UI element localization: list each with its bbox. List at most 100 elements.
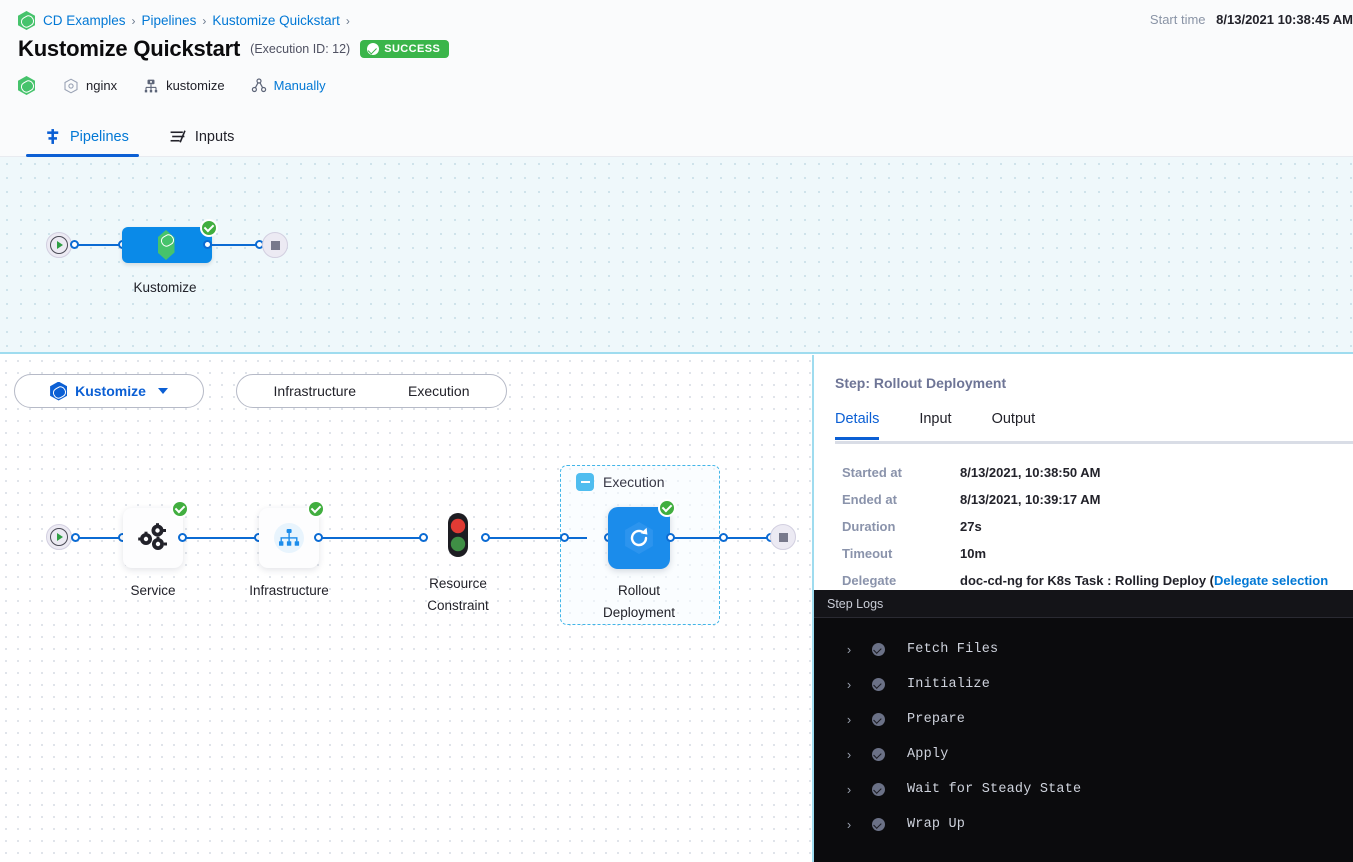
log-name-wait-for-steady-state: Wait for Steady State [907,782,1082,797]
start-time-value: 8/13/2021 10:38:45 AM [1216,12,1353,27]
tab-inputs[interactable]: Inputs [151,128,257,156]
page-header: CD Examples › Pipelines › Kustomize Quic… [0,0,1353,112]
start-node[interactable] [46,232,72,258]
edge-start-to-kustomize [78,244,125,246]
detail-label-started-at: Started at [842,465,902,480]
execution-group-in-port [560,533,569,542]
meta-service-label: nginx [86,78,118,93]
step-panel-tabs: Details Input Output [835,411,1353,444]
log-row-wrap-up[interactable]: › Wrap Up [814,807,1353,842]
step-panel-title: Step: Rollout Deployment [835,375,1007,391]
step-node-infrastructure[interactable] [259,500,325,568]
log-name-wrap-up: Wrap Up [907,817,966,832]
detail-row-timeout: Timeout 10m [842,544,1341,564]
log-name-prepare: Prepare [907,712,966,727]
chevron-down-icon [157,388,168,394]
tab-pipelines[interactable]: Pipelines [26,128,151,157]
traffic-light-icon [448,513,468,557]
breadcrumb-item-cd-examples[interactable]: CD Examples [43,13,126,28]
execution-end-node[interactable] [770,524,796,550]
log-status-success-icon [872,643,885,656]
step-node-rollout-deployment[interactable] [608,499,676,569]
console-title: Step Logs [827,596,884,611]
detail-label-ended-at: Ended at [842,492,897,507]
breadcrumb-item-pipelines[interactable]: Pipelines [141,13,197,28]
step-tab-input[interactable]: Input [919,411,952,427]
section-tab-infrastructure[interactable]: Infrastructure [273,383,356,399]
execution-graph-canvas[interactable]: Kustomize Infrastructure Execution Execu… [0,355,814,862]
log-name-fetch-files: Fetch Files [907,642,999,657]
stop-icon [778,532,788,542]
log-row-prepare[interactable]: › Prepare [814,702,1353,737]
service-status-success-icon [171,500,189,518]
stage-selector-kustomize[interactable]: Kustomize [14,374,204,408]
detail-value-started-at: 8/13/2021, 10:38:50 AM [960,465,1101,480]
step-label-rollout-deployment: Rollout Deployment [579,580,699,625]
execution-start-node[interactable] [46,524,72,550]
trigger-icon [251,77,266,92]
harness-hex-icon [18,76,35,95]
start-time: Start time 8/13/2021 10:38:45 AM [1150,12,1353,27]
start-time-label: Start time [1149,12,1206,27]
step-tab-output[interactable]: Output [991,411,1036,427]
end-node[interactable] [262,232,288,258]
chevron-right-icon[interactable]: › [846,677,852,692]
log-name-apply: Apply [907,747,949,762]
chevron-right-icon[interactable]: › [846,817,852,832]
section-tab-execution[interactable]: Execution [408,383,470,399]
step-logs-console: Step Logs › Fetch Files › Initialize › P… [814,590,1353,862]
step-node-service[interactable] [123,500,189,568]
detail-label-duration: Duration [842,519,896,534]
step-node-resource-constraint[interactable] [444,507,472,569]
stop-icon [270,240,280,250]
title-row: Kustomize Quickstart (Execution ID: 12) … [18,36,450,62]
chevron-right-icon[interactable]: › [846,642,852,657]
log-status-success-icon [872,748,885,761]
edge-kustomize-to-end [211,244,263,246]
step-details-table: Started at 8/13/2021, 10:38:50 AM Ended … [842,463,1341,618]
step-label-resource-constraint-line2: Constraint [427,598,489,614]
chevron-right-icon[interactable]: › [846,712,852,727]
log-row-fetch-files[interactable]: › Fetch Files [814,632,1353,667]
log-row-initialize[interactable]: › Initialize [814,667,1353,702]
execution-id: (Execution ID: 12) [250,42,351,56]
rollout-status-success-icon [658,499,676,517]
stage-section-toggle[interactable]: Infrastructure Execution [236,374,507,408]
meta-item-service: nginx [63,78,117,94]
breadcrumb-separator: › [131,13,136,28]
detail-label-timeout: Timeout [842,546,893,561]
console-log-list: › Fetch Files › Initialize › Prepare › A… [814,618,1353,842]
pipeline-graph-canvas[interactable]: Kustomize [0,157,1353,354]
meta-item-trigger[interactable]: Manually [251,77,326,94]
log-row-apply[interactable]: › Apply [814,737,1353,772]
edge-start-to-service [79,537,123,539]
stage-selector-label: Kustomize [75,383,146,399]
step-label-infrastructure: Infrastructure [249,583,329,598]
status-badge: SUCCESS [360,40,450,58]
chevron-right-icon[interactable]: › [846,747,852,762]
execution-group-title: Execution [576,473,664,491]
harness-hex-icon [18,11,35,30]
detail-value-timeout: 10m [960,546,987,561]
detail-row-started-at: Started at 8/13/2021, 10:38:50 AM [842,463,1341,483]
collapse-icon[interactable] [576,473,594,491]
edge-resource-constraint-to-rollout [489,537,587,539]
step-label-service: Service [130,583,176,598]
pipeline-icon [47,129,59,144]
tab-inputs-label: Inputs [194,128,235,145]
rollout-refresh-icon [625,522,653,554]
play-icon [50,236,68,254]
stage-node-kustomize[interactable] [122,219,218,263]
infrastructure-icon [144,79,158,92]
log-status-success-icon [872,713,885,726]
log-row-wait-for-steady-state[interactable]: › Wait for Steady State [814,772,1353,807]
step-tab-details[interactable]: Details [835,411,897,440]
chevron-right-icon[interactable]: › [846,782,852,797]
service-hex-icon [64,78,78,93]
check-circle-icon [367,43,380,55]
breadcrumb-item-kustomize-quickstart[interactable]: Kustomize Quickstart [212,13,340,28]
meta-trigger-label[interactable]: Manually [273,78,326,93]
detail-row-ended-at: Ended at 8/13/2021, 10:39:17 AM [842,490,1341,510]
status-badge-label: SUCCESS [384,43,441,55]
